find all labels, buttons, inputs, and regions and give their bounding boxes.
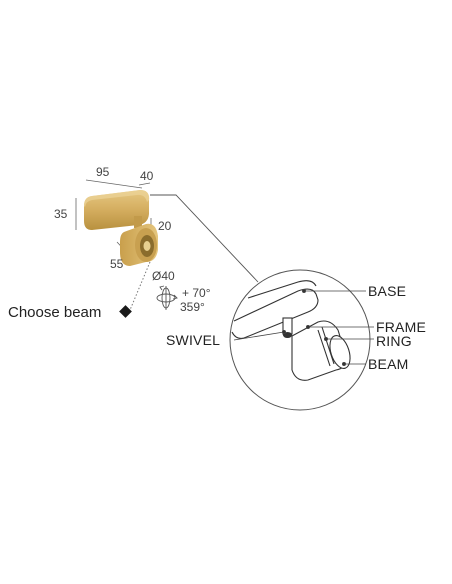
part-label-ring: RING bbox=[376, 333, 412, 349]
dim-length-label: 95 bbox=[96, 165, 110, 179]
dim-head-length-label: 55 bbox=[110, 257, 124, 271]
dim-height-label: 35 bbox=[54, 207, 68, 221]
rotation-icon bbox=[156, 285, 178, 310]
head-shape bbox=[120, 223, 158, 266]
part-label-frame: FRAME bbox=[376, 319, 426, 335]
base-shape bbox=[84, 190, 150, 230]
choose-beam-diamond-icon[interactable] bbox=[119, 305, 132, 318]
part-leader-lines bbox=[233, 288, 374, 366]
dim-depth-label: 40 bbox=[140, 169, 154, 183]
zoom-leader-line bbox=[150, 194, 259, 283]
dim-tilt-label: + 70° bbox=[182, 286, 211, 300]
dim-rotation-label: 359° bbox=[180, 300, 205, 314]
part-label-beam: BEAM bbox=[368, 356, 409, 372]
part-label-swivel: SWIVEL bbox=[166, 332, 221, 348]
dim-arm-label: 20 bbox=[158, 219, 172, 233]
swivel-arm bbox=[134, 216, 142, 228]
choose-beam-label[interactable]: Choose beam bbox=[8, 304, 102, 321]
dim-diameter-label: Ø40 bbox=[152, 269, 175, 283]
beam-dotted-line bbox=[129, 261, 151, 311]
part-label-base: BASE bbox=[368, 283, 407, 299]
